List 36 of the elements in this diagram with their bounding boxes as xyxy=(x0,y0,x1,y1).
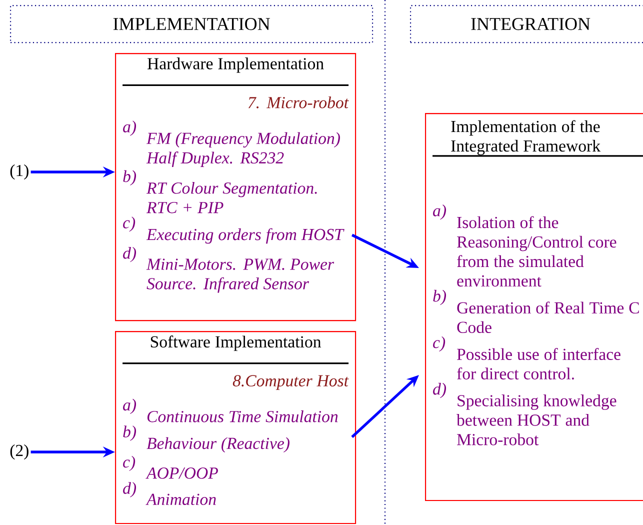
item-letter: a) xyxy=(433,204,446,220)
item-text: Isolation of the Reasoning/Control core from the simulated environment xyxy=(457,216,616,287)
item-letter: d) xyxy=(123,482,136,498)
item-letter: c) xyxy=(433,336,446,352)
item-text: Animation xyxy=(146,494,216,506)
input-label: (2) xyxy=(10,444,28,460)
section-header: IMPLEMENTATION xyxy=(10,5,374,44)
item-letter: b) xyxy=(123,170,136,186)
item-text: Generation of Real Time C Code xyxy=(457,302,639,334)
section-header: INTEGRATION xyxy=(410,5,643,44)
item-text: Continuous Time Simulation xyxy=(147,410,338,422)
panel-subtitle: 8.Computer Host xyxy=(232,375,349,390)
panel-heading: Implementation of the Integrated Framework xyxy=(451,120,601,156)
panel-heading: Software Implementation xyxy=(150,336,322,351)
panel-subtitle: 7. Micro-robot xyxy=(248,96,349,108)
item-letter: d) xyxy=(433,382,446,398)
panel-heading: Hardware Implementation xyxy=(148,58,324,73)
item-text: RT Colour Segmentation. RTC + PIP xyxy=(146,182,317,214)
item-letter: b) xyxy=(123,426,136,441)
item-letter: a) xyxy=(123,120,136,136)
item-text: Executing orders from HOST xyxy=(146,228,344,244)
input-label: (1) xyxy=(10,164,28,180)
panel-box xyxy=(115,53,356,322)
item-letter: b) xyxy=(433,290,446,306)
item-text: Possible use of interface for direct control. xyxy=(457,348,620,380)
item-letter: c) xyxy=(123,456,136,472)
item-text: Mini-Motors. PWM. Power Source. Infrared Sensor xyxy=(146,258,334,293)
item-letter: c) xyxy=(123,216,136,232)
item-text: Specialising knowledge between HOST and Micro-robot xyxy=(456,394,616,446)
item-letter: d) xyxy=(123,246,136,262)
item-letter: a) xyxy=(123,398,136,414)
panel-box xyxy=(115,331,356,524)
item-text: AOP/OOP xyxy=(146,467,218,479)
item-text: FM (Frequency Modulation) Half Duplex. RS232 xyxy=(146,132,340,167)
panel-box xyxy=(425,113,643,502)
item-text: Behaviour (Reactive) xyxy=(146,437,290,452)
